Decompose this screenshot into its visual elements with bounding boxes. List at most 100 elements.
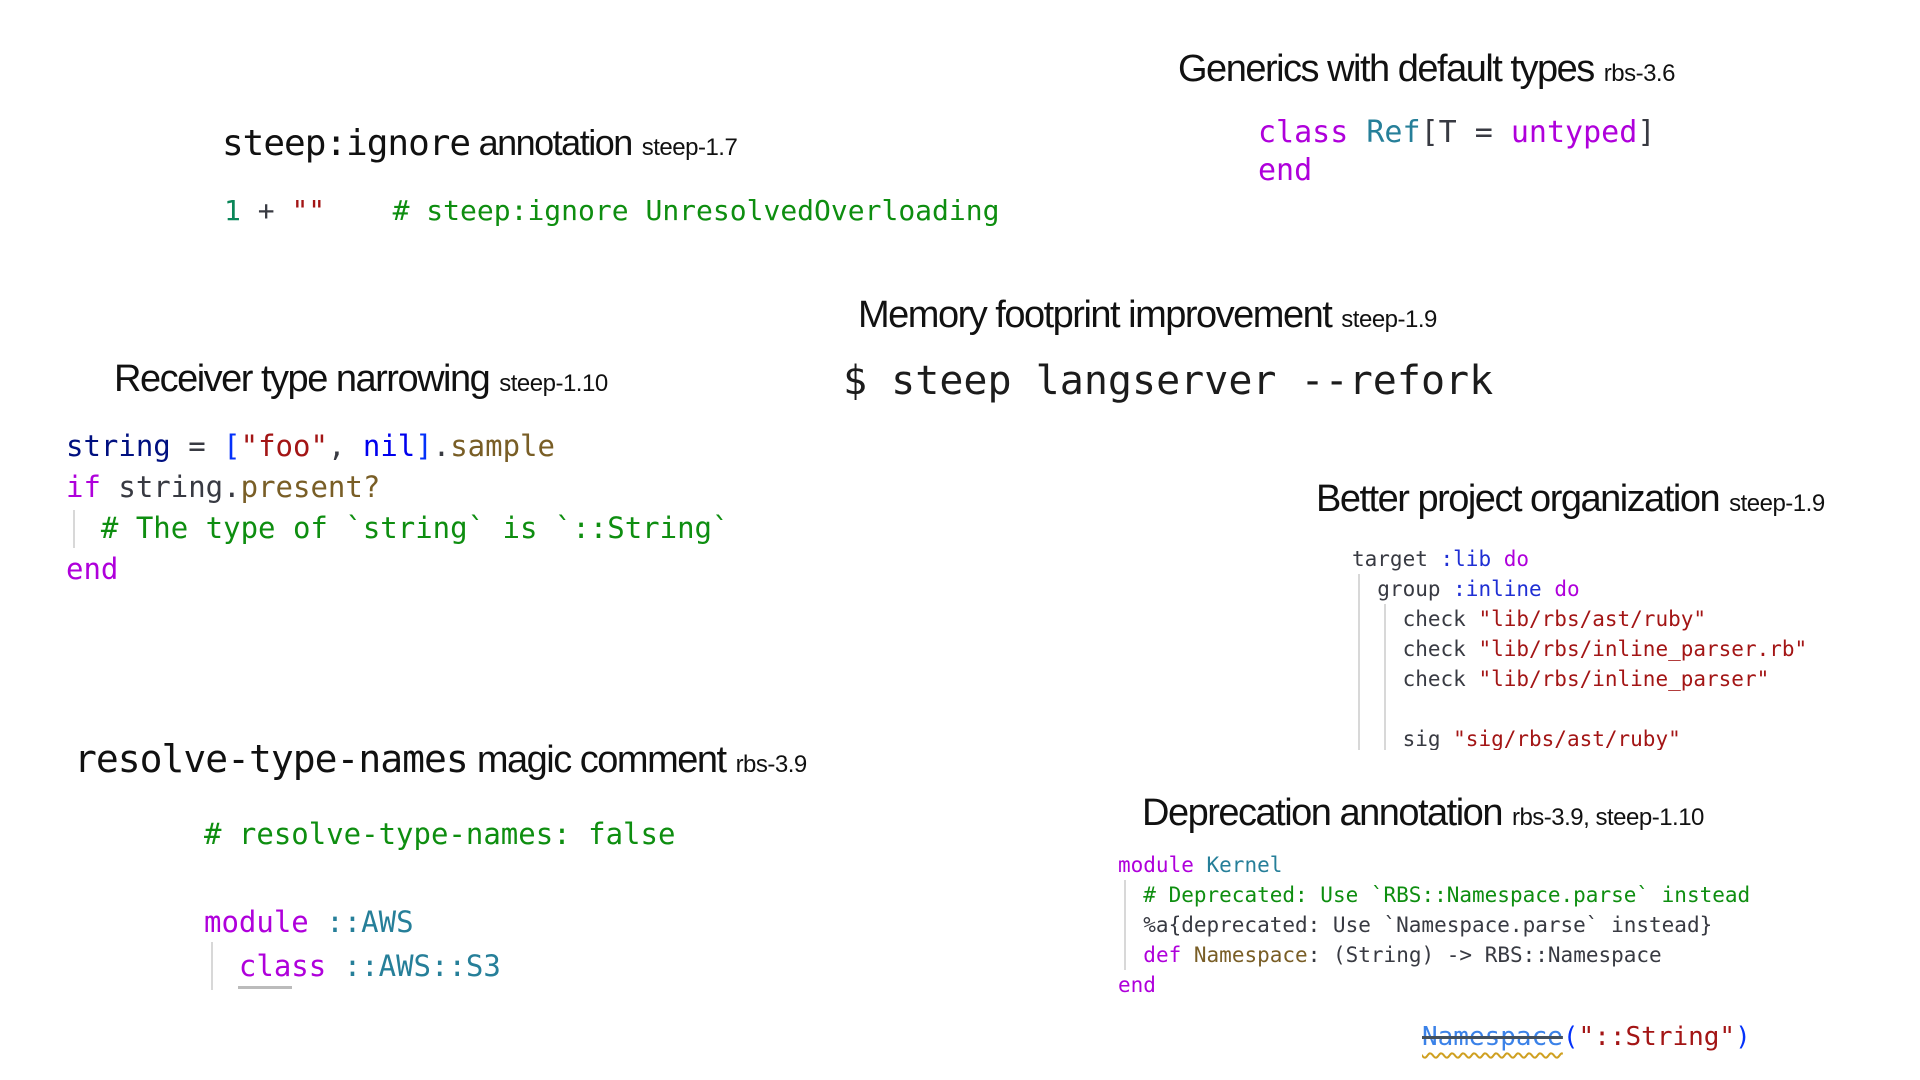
code-token: [1348, 115, 1366, 150]
code-token: def: [1143, 943, 1182, 967]
code-token: =: [170, 429, 224, 463]
code-token: # Deprecated: Use `RBS::Namespace.parse`…: [1143, 883, 1751, 907]
code-token: [1181, 943, 1194, 967]
code-block-receiver: string = ["foo", nil].sample if string.p…: [66, 426, 729, 590]
code-token: if: [66, 470, 101, 504]
code-token: ): [1735, 1022, 1751, 1052]
code-token: :inline: [1453, 577, 1542, 601]
code-token: do: [1554, 577, 1580, 601]
code-token: end: [66, 552, 119, 586]
section-title-steep-ignore: steep:ignore annotation steep-1.7: [222, 122, 738, 164]
code-token: [66, 511, 101, 545]
deprecated-name-token: Namespace: [1422, 1022, 1563, 1052]
code-token: .: [432, 429, 451, 463]
version-label: steep-1.7: [641, 134, 738, 161]
code-token: check: [1352, 637, 1479, 661]
code-token: nil: [362, 429, 416, 463]
title-text-part: Generics with default types: [1178, 48, 1595, 90]
code-token: [309, 905, 326, 939]
code-block-resolve-type-names: # resolve-type-names: false module ::AWS…: [204, 812, 675, 988]
code-token: class: [238, 949, 327, 983]
code-token: check: [1352, 667, 1479, 691]
code-token: (: [1562, 1022, 1579, 1052]
version-label: steep-1.9: [1341, 306, 1437, 333]
code-token: :lib: [1440, 547, 1492, 571]
code-token: +: [240, 194, 292, 227]
code-token: [1118, 883, 1143, 907]
version-label: rbs-3.6: [1603, 60, 1676, 87]
code-token: "::String": [1578, 1022, 1736, 1052]
code-token: [T =: [1420, 115, 1511, 150]
version-label: steep-1.10: [499, 370, 608, 397]
code-token: [204, 949, 239, 983]
code-token: "lib/rbs/inline_parser.rb": [1478, 637, 1808, 661]
code-token: group: [1352, 577, 1454, 601]
code-token: "": [291, 194, 326, 227]
code-token: "lib/rbs/inline_parser": [1478, 667, 1770, 691]
title-text-part: annotation: [470, 122, 634, 163]
code-token: 1: [224, 194, 241, 227]
indent-guide: [1384, 604, 1386, 750]
strikethrough-text: Namespace: [1422, 1022, 1563, 1052]
code-token: end: [1118, 973, 1156, 997]
title-text-part: Memory footprint improvement: [858, 294, 1333, 336]
code-token: module: [204, 905, 309, 939]
code-token: [1542, 577, 1555, 601]
code-token: [1194, 853, 1207, 877]
indent-guide: [1358, 574, 1360, 750]
code-token: present?: [240, 470, 381, 504]
code-token: module: [1118, 853, 1194, 877]
code-token: [325, 194, 392, 227]
code-token: sig: [1352, 727, 1454, 750]
code-block-better-project: target :lib do group :inline do check "l…: [1352, 544, 1807, 750]
title-text-part: Receiver type narrowing: [114, 358, 491, 400]
terminal-command: $ steep langserver --refork: [843, 356, 1493, 406]
code-token: "lib/rbs/ast/ruby": [1478, 607, 1707, 631]
section-title-memory: Memory footprint improvement steep-1.9: [858, 294, 1437, 338]
section-title-generics: Generics with default types rbs-3.6: [1178, 48, 1675, 92]
code-block-steep-ignore: 1 + "" # steep:ignore UnresolvedOverload…: [224, 194, 999, 228]
section-title-receiver: Receiver type narrowing steep-1.10: [114, 358, 608, 402]
version-label: rbs-3.9, steep-1.10: [1511, 804, 1704, 831]
code-token: # resolve-type-names: false: [204, 817, 676, 851]
underline-segment: [238, 986, 292, 989]
code-token: do: [1503, 547, 1530, 571]
title-mono-part: steep:ignore: [222, 123, 471, 164]
code-token: sample: [450, 429, 555, 463]
code-token: string: [66, 429, 171, 463]
code-token: target: [1352, 547, 1441, 571]
code-block-generics: class Ref[T = untyped] end: [1258, 114, 1655, 190]
code-token: # steep:ignore UnresolvedOverloading: [392, 194, 1000, 227]
code-token: Kernel: [1206, 853, 1283, 877]
code-token: [326, 949, 343, 983]
section-title-resolve-type-names: resolve-type-names magic comment rbs-3.9: [74, 737, 808, 783]
deprecated-call-example: Namespace("::String"): [1422, 1020, 1751, 1054]
code-token: ,: [327, 429, 363, 463]
code-token: "foo": [240, 429, 328, 463]
title-text-part: magic comment: [467, 739, 727, 781]
indent-guide: [211, 942, 213, 990]
code-token: %a{deprecated: Use `Namespace.parse` ins…: [1118, 913, 1713, 937]
indent-guide: [1124, 880, 1126, 970]
code-token: [1491, 547, 1504, 571]
code-token: ::AWS: [326, 905, 414, 939]
code-token: untyped: [1510, 115, 1638, 150]
title-text-part: Better project organization: [1316, 478, 1721, 520]
title-mono-part: resolve-type-names: [74, 737, 469, 781]
code-token: $ steep langserver --refork: [843, 358, 1494, 404]
code-token: : (String) -> RBS::Namespace: [1307, 943, 1662, 967]
code-token: check: [1352, 607, 1479, 631]
code-token: string.: [100, 470, 241, 504]
code-token: # The type of `string` is `::String`: [100, 511, 730, 545]
code-token: Ref: [1366, 115, 1421, 150]
code-token: ::AWS::S3: [343, 949, 501, 983]
code-token: ]: [1637, 115, 1656, 150]
version-label: rbs-3.9: [735, 751, 808, 778]
code-token: ]: [415, 429, 433, 463]
code-token: class: [1258, 115, 1349, 150]
code-token: end: [1258, 153, 1313, 188]
version-label: steep-1.9: [1729, 490, 1825, 517]
code-token: [: [223, 429, 241, 463]
